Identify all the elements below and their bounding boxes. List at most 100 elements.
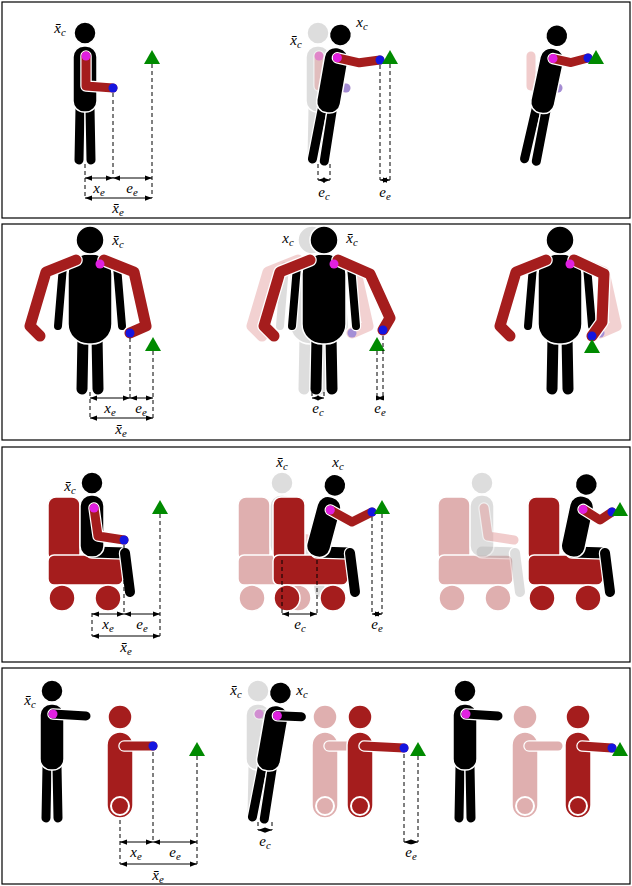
robot-arm [582,746,612,748]
dimension-arrow [312,398,324,399]
marker-dot [255,710,264,719]
dimension-arrow [92,636,160,637]
dimension-arrow [113,178,152,179]
illustration-part [337,58,380,63]
robot-arm [364,746,404,748]
arm [351,266,356,326]
arm-outline [53,714,86,716]
head [573,471,599,497]
variable-label: ee [125,181,138,196]
symbol-base: e [371,616,378,632]
symbol-subscript: c [303,688,308,700]
arm-outline [500,260,546,336]
panel-frame [2,2,630,218]
symbol-base: x̄ [115,421,122,437]
arm-outline [264,260,310,336]
leg-outline [46,766,47,818]
target-triangle [588,50,604,64]
symbol-subscript: c [237,688,242,700]
arm-outline [330,510,372,522]
chair-back [438,497,470,562]
variable-label: xe [101,617,114,632]
marker-dot [579,505,588,514]
chair-wheel [239,585,265,611]
target-triangle [189,742,205,756]
marker-dot [566,260,575,269]
symbol-base: e [259,833,266,849]
arm-outline [117,266,122,326]
illustration-part [104,260,146,333]
shin [350,553,355,592]
symbol-subscript: e [159,873,164,885]
panel-frame [2,668,630,884]
arm [292,266,297,326]
variable-label: ec [311,401,324,416]
arm [264,260,310,336]
variable-label: x̄c [111,233,124,248]
illustration-part [107,705,153,818]
leg [459,766,460,818]
marker-dot [273,711,282,720]
robot-arm-outline [529,740,558,752]
marker-dot [82,52,91,61]
arm [86,56,113,88]
variable-label: xc [281,231,294,246]
robot-wheel [516,797,534,815]
head [76,226,104,254]
leg-outline [57,766,58,818]
symbol-base: x [296,682,303,698]
symbol-subscript: c [325,190,330,202]
target-triangle [145,337,161,351]
marker-dot [379,326,388,335]
dimension-arrow [258,830,272,831]
symbol-base: e [294,616,301,632]
illustration-part [553,58,588,63]
symbol-subscript: e [137,850,142,862]
dashed-guide [282,560,283,614]
torso [559,494,595,560]
marker-dot [400,744,409,753]
dashed-guide [197,756,198,864]
symbol-base: e [169,844,176,860]
variable-label: x̄c [23,693,36,708]
variable-label: ee [135,617,148,632]
illustration-part [500,260,546,336]
chair-wheel [274,585,300,611]
variable-label: x̄c [275,455,288,470]
variable-label: x̄e [119,640,132,655]
symbol-base: e [379,184,386,200]
arm [94,508,124,540]
chair-wheel [95,585,121,611]
chair-wheel [320,585,346,611]
variable-label: x̄c [229,683,242,698]
arm [117,266,122,326]
illustration-part [528,226,592,389]
symbol-subscript: e [109,622,114,634]
symbol-base: e [126,180,133,196]
illustration-part [347,705,404,818]
arm [338,260,390,330]
variable-label: xe [92,181,105,196]
target-triangle [612,742,628,756]
robot-wheel [316,797,334,815]
arm-outline [104,260,146,333]
variable-label: ee [134,401,147,416]
chair-back [528,497,560,562]
arm [500,260,546,336]
torso [304,494,343,560]
marker-dot [149,742,158,751]
dashed-guide [390,64,391,180]
chair-back [48,497,80,562]
arm-outline [466,714,498,716]
symbol-base: x̄ [152,867,159,883]
arm [466,714,498,716]
arm-outline [484,508,514,540]
symbol-subscript: c [363,20,368,32]
arm [30,260,76,336]
marker-dot [462,710,471,719]
symbol-subscript: c [61,26,66,38]
illustration-part [94,508,124,540]
marker-dot [326,506,335,515]
target-triangle [382,50,398,64]
leg-outline [470,766,471,818]
